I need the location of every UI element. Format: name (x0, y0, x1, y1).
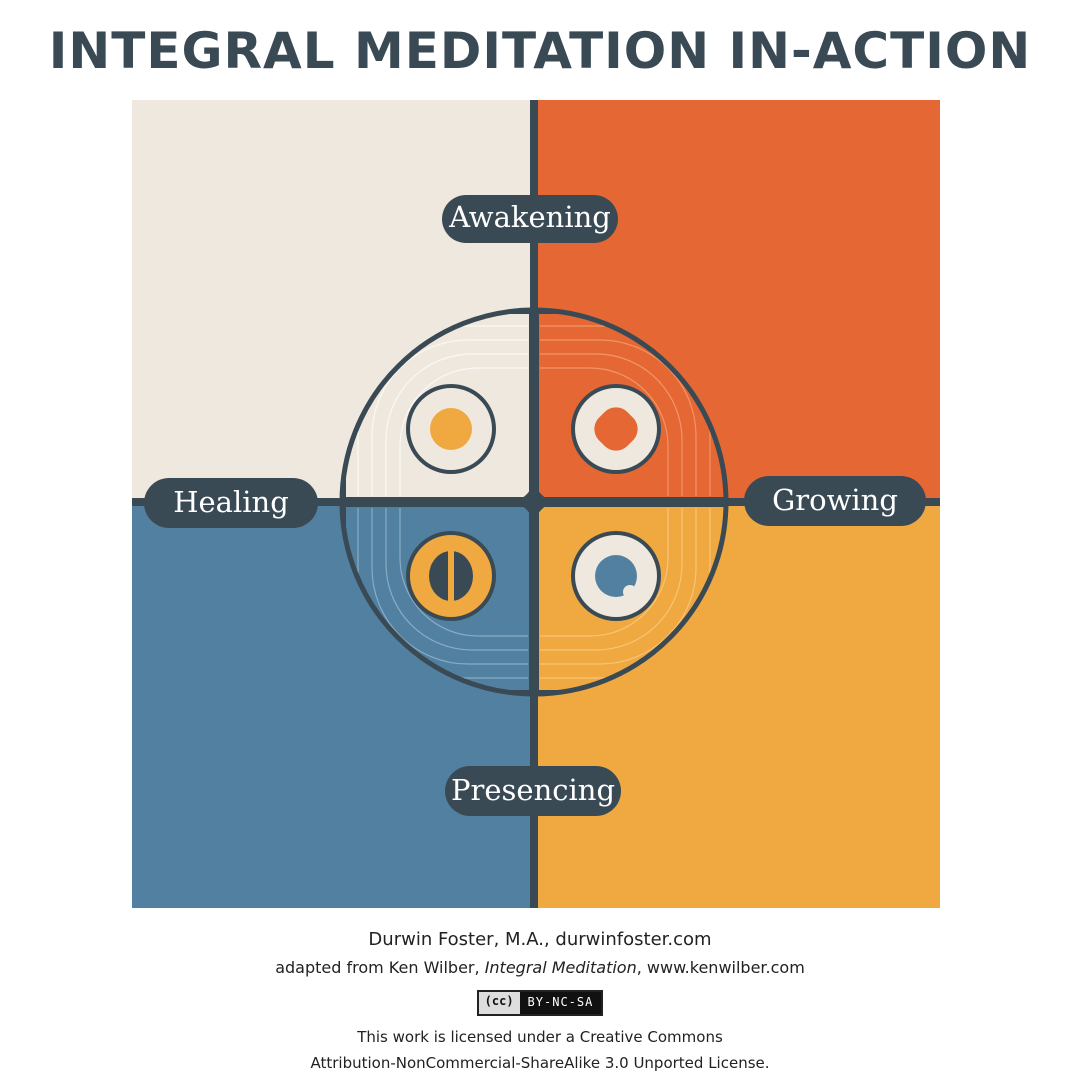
svg-text:Growing: Growing (772, 483, 898, 517)
cc-terms: BY-NC-SA (519, 992, 602, 1014)
svg-text:Presencing: Presencing (451, 773, 615, 807)
svg-text:Healing: Healing (173, 485, 289, 519)
svg-text:Awakening: Awakening (448, 200, 611, 234)
credits-block: Durwin Foster, M.A., durwinfoster.com ad… (0, 926, 1080, 1076)
label-awakening: Awakening (442, 195, 618, 243)
quadrant-diagram: Awakening Healing Growing Presencing (132, 100, 940, 908)
license-line-1: This work is licensed under a Creative C… (357, 1028, 723, 1046)
center-circle (339, 307, 729, 697)
growing-symbol-icon (571, 384, 661, 474)
awakening-symbol-icon (406, 384, 496, 474)
label-growing: Growing (744, 476, 926, 526)
label-healing: Healing (144, 478, 318, 528)
cc-logo-icon: (cc) (478, 992, 520, 1014)
adaptation-credit: adapted from Ken Wilber, Integral Medita… (275, 958, 805, 977)
page-title: INTEGRAL MEDITATION IN-ACTION (48, 22, 1032, 80)
label-presencing: Presencing (445, 766, 621, 816)
book-title: Integral Meditation (484, 958, 637, 977)
license-line-2: Attribution-NonCommercial-ShareAlike 3.0… (310, 1054, 770, 1072)
presencing-symbol-icon (571, 531, 661, 621)
creative-commons-badge[interactable]: (cc) BY-NC-SA (476, 990, 604, 1016)
author-credit: Durwin Foster, M.A., durwinfoster.com (368, 929, 712, 950)
healing-symbol-icon (406, 531, 496, 621)
